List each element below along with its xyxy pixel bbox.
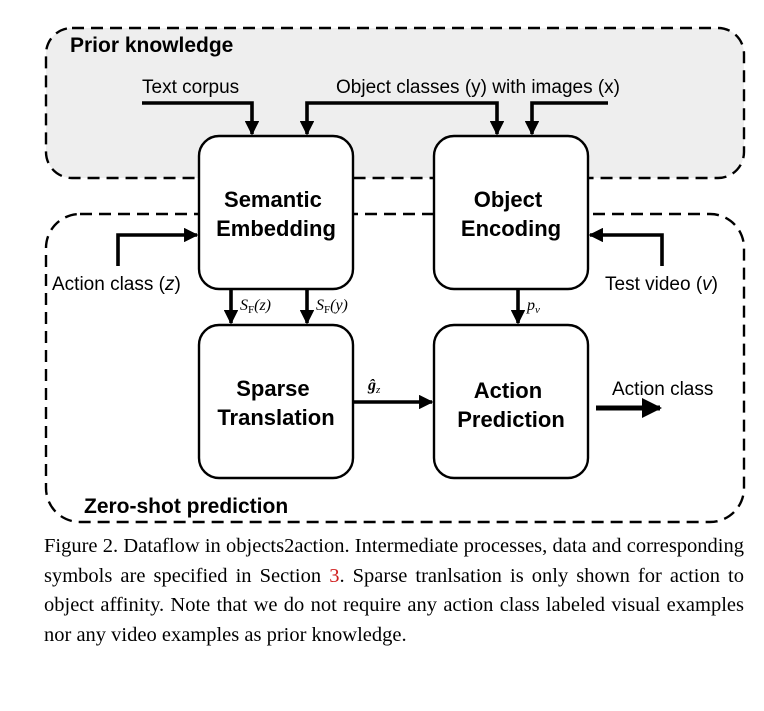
sparse-translation-label: Sparse Translation [217, 376, 334, 430]
test-video-label: Test video (v) [605, 274, 718, 295]
object-classes-to-embedding-arrow [299, 101, 410, 136]
text-corpus-label: Text corpus [142, 77, 239, 98]
action-class-output-label: Action class [612, 379, 713, 400]
zero-shot-label: Zero-shot prediction [84, 495, 288, 518]
sparse-translation-box [197, 323, 355, 480]
object-classes-to-encoding-arrow [410, 101, 505, 136]
semantic-embedding-label: Semantic Embedding [216, 187, 336, 241]
section-reference-link[interactable]: 3 [329, 564, 340, 587]
action-prediction-box [432, 323, 590, 480]
gz-symbol: ĝz [367, 377, 381, 396]
zero-shot-region [44, 212, 746, 524]
pv-symbol: pv [526, 297, 540, 316]
caption-text-part2: . Sparse tranlsation is only shown for a… [44, 564, 744, 646]
object-encoding-label: Object Encoding [461, 187, 561, 241]
text-corpus-arrow [142, 101, 260, 136]
sfy-symbol: SF(y) [316, 297, 348, 316]
object-encoding-box [432, 134, 590, 291]
object-classes-label: Object classes (y) with images (x) [336, 77, 620, 98]
figure-caption: Figure 2. Dataflow in objects2action. In… [44, 532, 744, 650]
sfz-symbol: SF(z) [240, 297, 271, 316]
caption-text-part1: Figure 2. Dataflow in objects2action. In… [44, 535, 744, 587]
prior-knowledge-label: Prior knowledge [70, 34, 233, 57]
test-video-arrow [588, 227, 664, 266]
dataflow-diagram: Prior knowledge Zero-shot prediction Sem… [44, 26, 746, 524]
semantic-embedding-box [197, 134, 355, 291]
action-class-input-arrow [116, 227, 199, 266]
action-prediction-label: Action Prediction [457, 378, 565, 432]
action-class-input-label: Action class (z) [52, 274, 181, 295]
images-to-encoding-arrow [524, 101, 608, 136]
